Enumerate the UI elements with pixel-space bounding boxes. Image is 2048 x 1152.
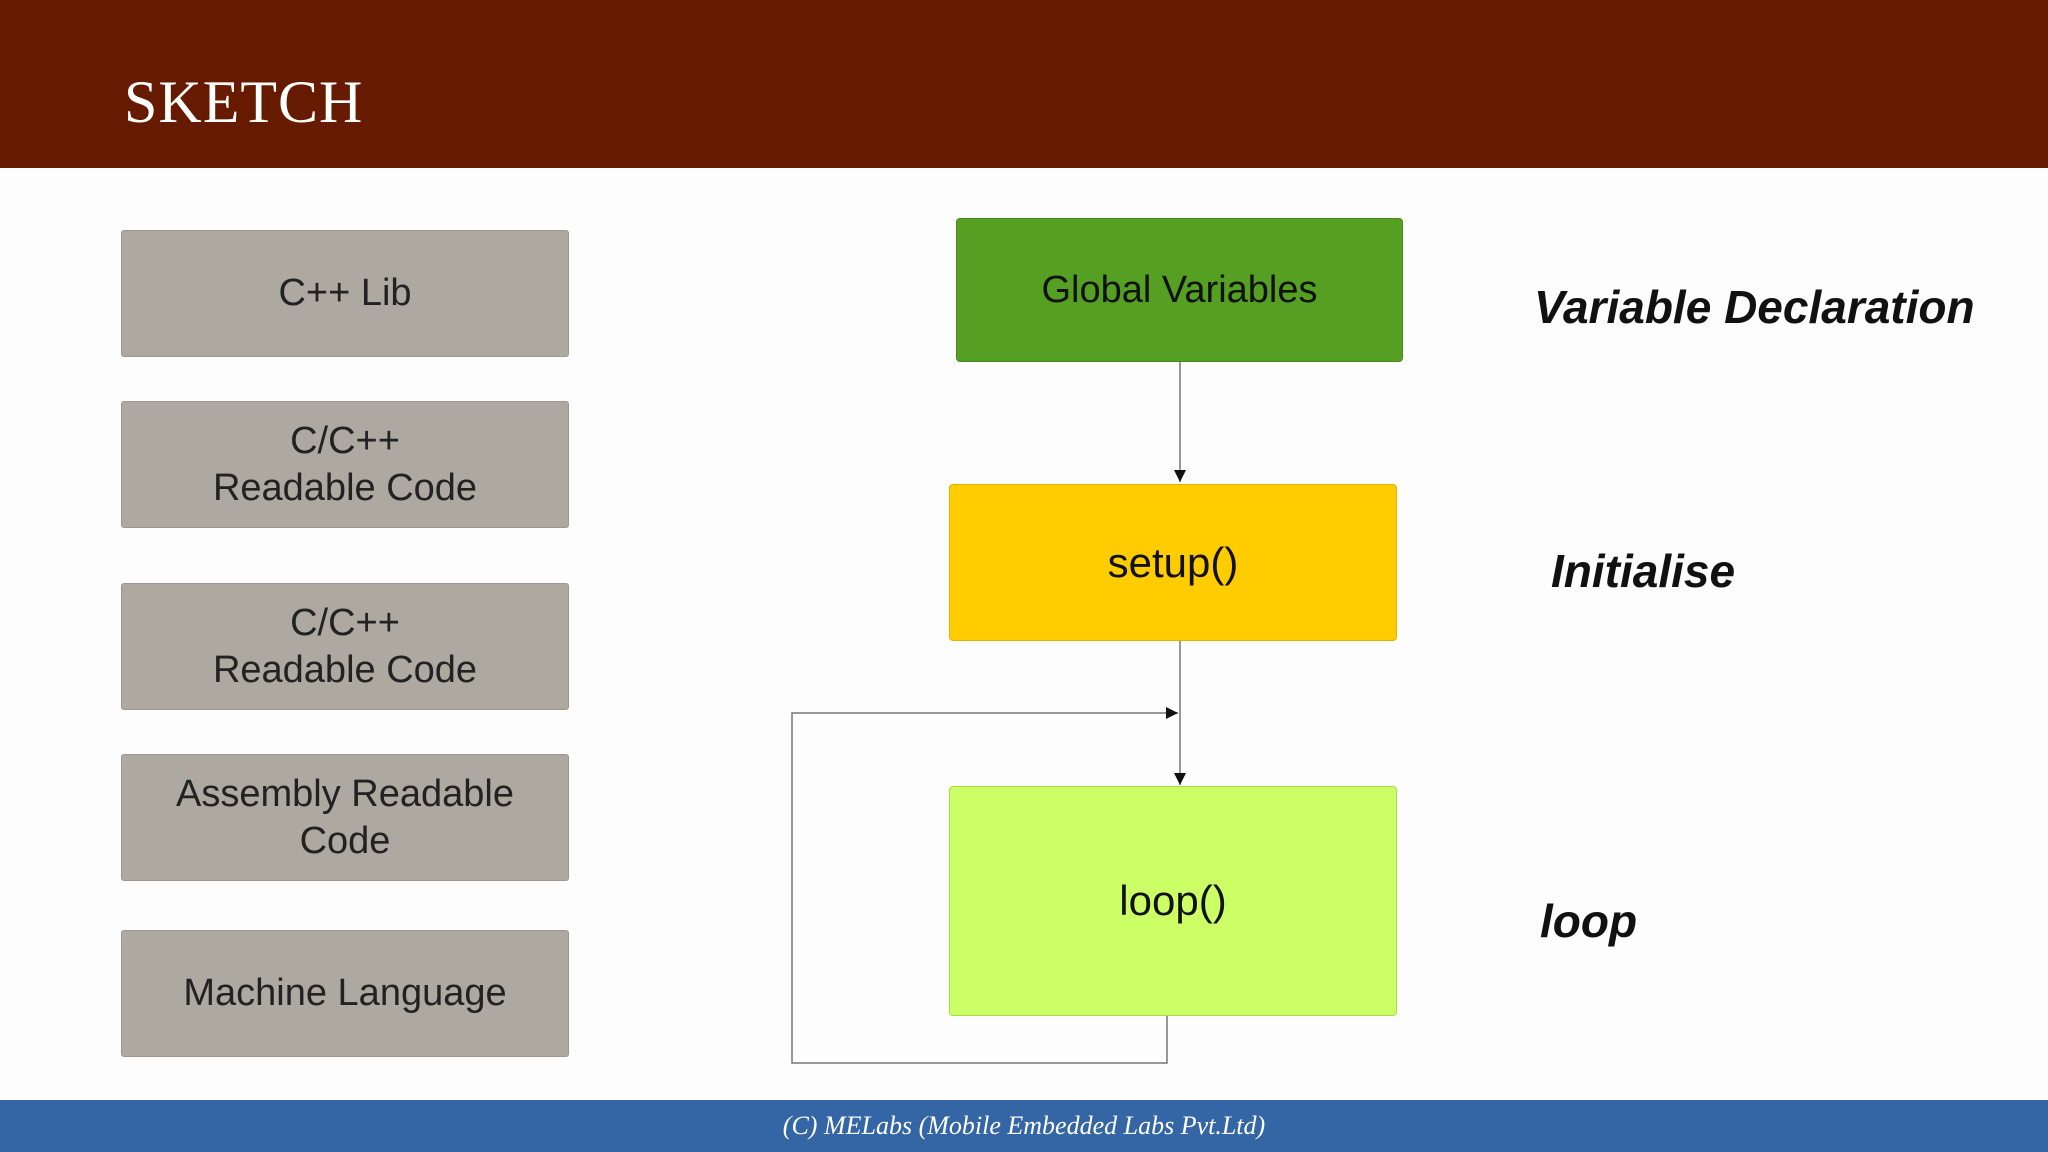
slide-footer: (C) MELabs (Mobile Embedded Labs Pvt.Ltd…: [0, 1100, 2048, 1152]
stack-box-label: C/C++ Readable Code: [212, 602, 478, 691]
stack-box-machine-language: Machine Language: [121, 930, 569, 1057]
stack-box-readable-code-1: C/C++ Readable Code: [121, 401, 569, 528]
footer-copyright: (C) MELabs (Mobile Embedded Labs Pvt.Ltd…: [782, 1111, 1266, 1140]
global-variables-box: Global Variables: [956, 218, 1403, 362]
slide-header: SKETCH: [0, 0, 2048, 168]
stack-box-cpp-lib: C++ Lib: [121, 230, 569, 357]
stack-box-label: Assembly Readable Code: [176, 773, 514, 862]
stack-box-readable-code-2: C/C++ Readable Code: [121, 583, 569, 710]
annotation-initialise: Initialise: [1551, 545, 1736, 597]
stack-box-label: C/C++ Readable Code: [212, 420, 478, 509]
global-variables-label: Global Variables: [1041, 268, 1318, 311]
stack-box-label: C++ Lib: [278, 272, 412, 315]
stack-box-label: Machine Language: [183, 972, 507, 1015]
loop-back-arrow: [791, 707, 1178, 1064]
stack-box-assembly: Assembly Readable Code: [121, 754, 569, 881]
setup-label: setup(): [1107, 538, 1239, 586]
setup-box: setup(): [949, 484, 1397, 641]
slide-title: SKETCH: [124, 69, 364, 135]
loop-box: loop(): [949, 786, 1397, 1016]
loop-label: loop(): [1119, 877, 1227, 924]
annotation-loop: loop: [1540, 895, 1638, 947]
annotation-variable-declaration: Variable Declaration: [1534, 281, 1975, 333]
